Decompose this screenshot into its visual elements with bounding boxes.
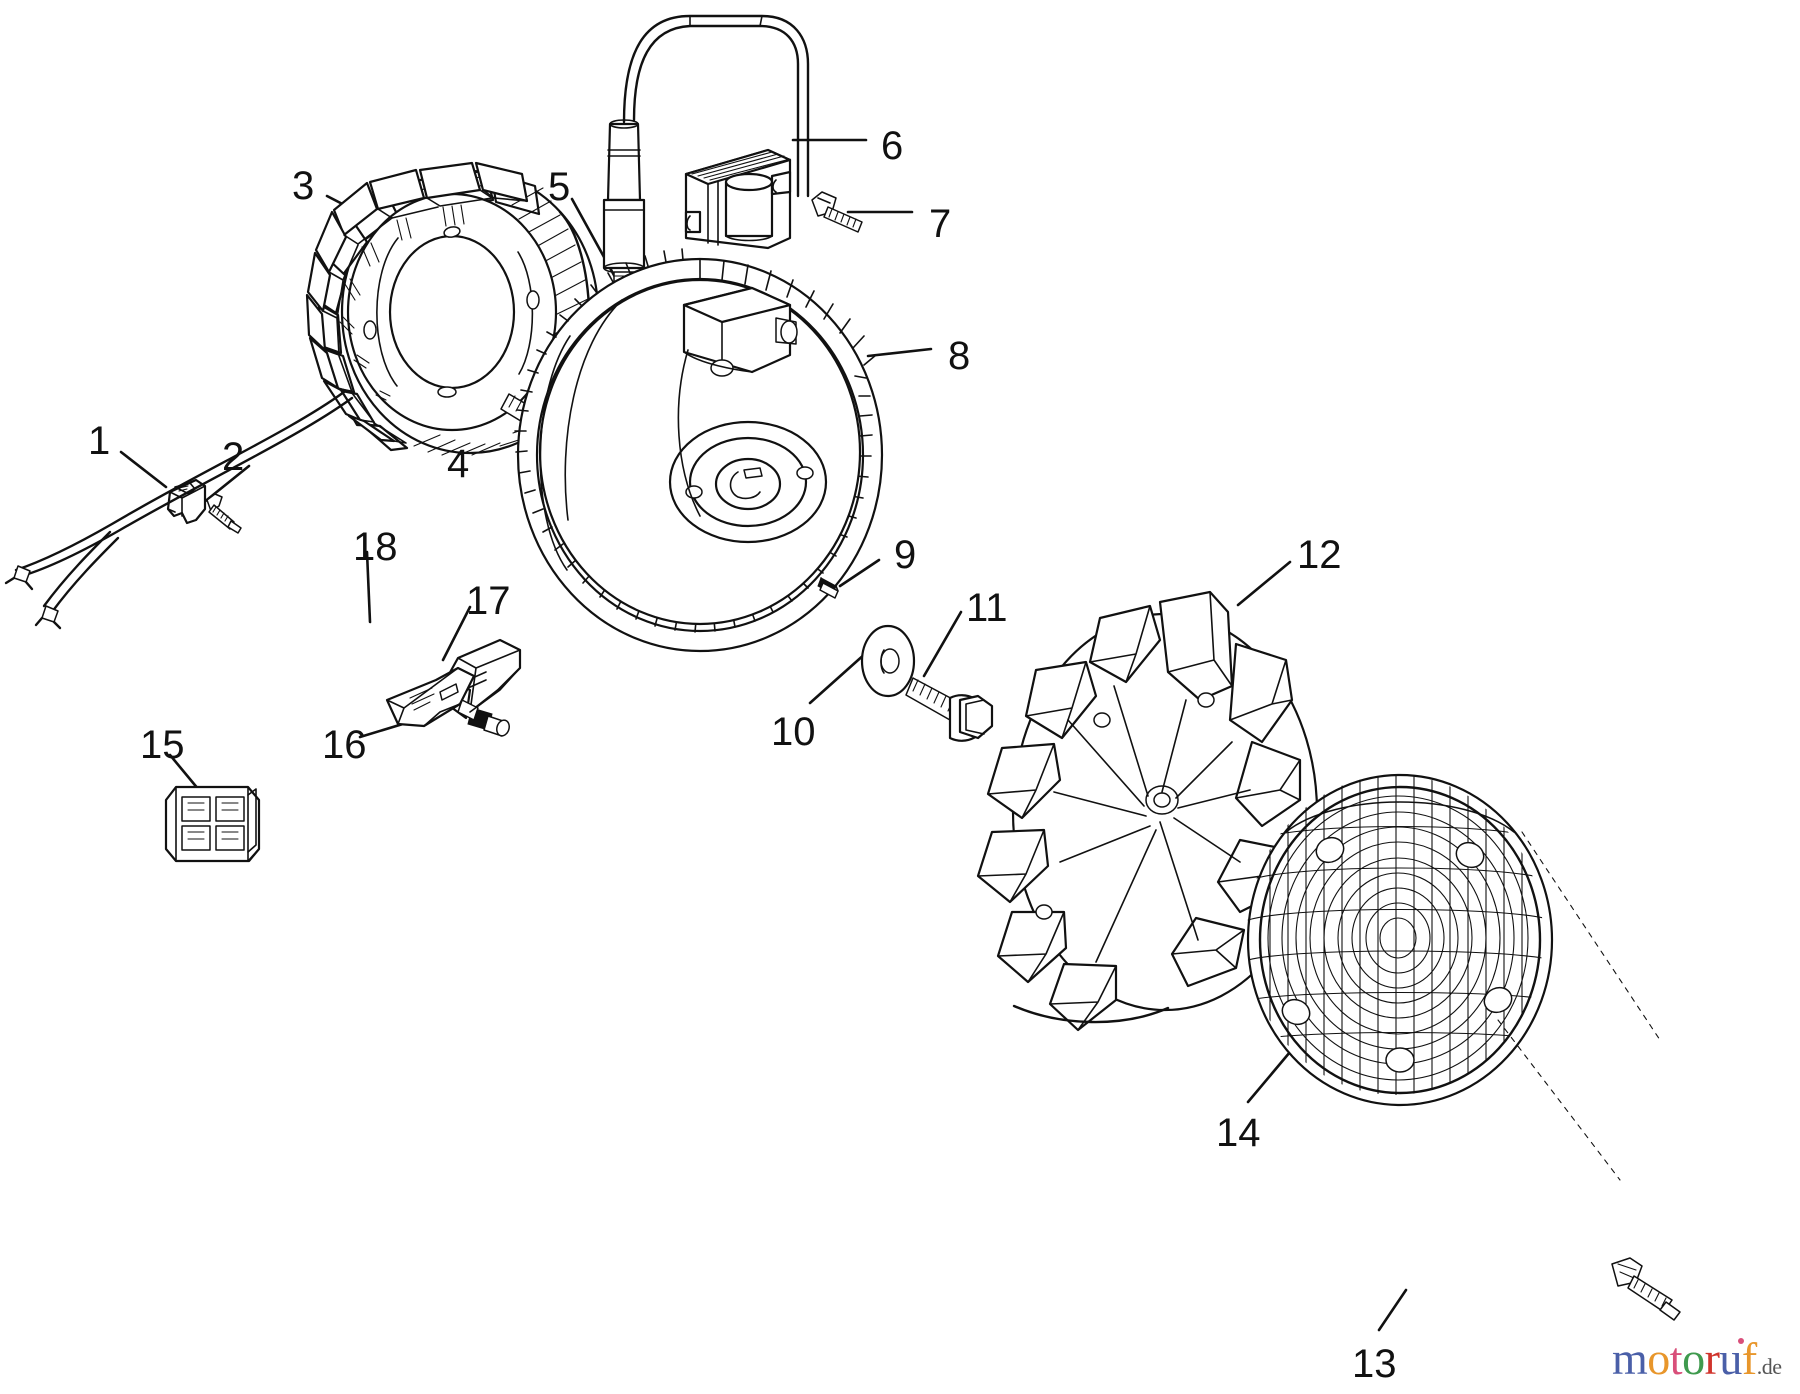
callout-17: 17: [466, 579, 511, 623]
callout-12: 12: [1297, 533, 1342, 577]
part-clip-screw: [206, 493, 242, 534]
watermark-suffix: .de: [1756, 1354, 1782, 1379]
watermark-letter-r: r: [1704, 1333, 1720, 1384]
fan-blades: [976, 590, 1302, 1032]
callout-15: 15: [140, 723, 185, 767]
callout-2: 2: [222, 435, 245, 479]
stator-wire-harness: [4, 390, 354, 630]
callout-13: 13: [1352, 1342, 1397, 1386]
watermark-letter-f: f: [1741, 1333, 1757, 1384]
watermark-accent-dot: [1738, 1338, 1744, 1344]
callout-16: 16: [322, 723, 367, 767]
part-wedge-bracket-left: [385, 666, 476, 728]
part-flat-washer: [860, 624, 916, 698]
callout-6: 6: [881, 124, 904, 168]
part-cooling-fan: [976, 590, 1319, 1032]
callout-4: 4: [447, 442, 470, 486]
callout-9: 9: [894, 533, 917, 577]
part-wiring-connector: [164, 785, 261, 863]
watermark-letter-u: u: [1719, 1333, 1742, 1384]
callout-14: 14: [1216, 1111, 1261, 1155]
flywheel-magnet-block: [682, 286, 798, 377]
callout-10: 10: [771, 710, 816, 754]
screen-mesh: [1247, 775, 1543, 1095]
stator-laminate-pads: [305, 161, 529, 444]
callout-3: 3: [292, 164, 315, 208]
watermark-letter-o2: o: [1682, 1333, 1705, 1384]
part-ignition-coil-bolt: [811, 191, 863, 233]
callout-7: 7: [929, 202, 952, 246]
callout-8: 8: [948, 334, 971, 378]
part-rotating-screen: [1246, 773, 1661, 1181]
part-flange-bolt: [905, 677, 994, 742]
callout-11: 11: [966, 586, 1008, 630]
part-woodruff-key: [817, 577, 839, 599]
part-screen-screw: [1611, 1257, 1681, 1321]
callout-18: 18: [353, 525, 398, 569]
callout-5: 5: [548, 165, 571, 209]
watermark-letter-m: m: [1612, 1333, 1648, 1384]
watermark-letter-t: t: [1669, 1333, 1683, 1384]
part-flywheel: [514, 248, 884, 653]
part-ignition-coil: [684, 148, 792, 250]
callout-1: 1: [88, 419, 111, 463]
part-bracket-screw: [467, 707, 510, 737]
motoruf-watermark: motoruf.de: [1612, 1333, 1782, 1384]
watermark-letter-o1: o: [1647, 1333, 1670, 1384]
